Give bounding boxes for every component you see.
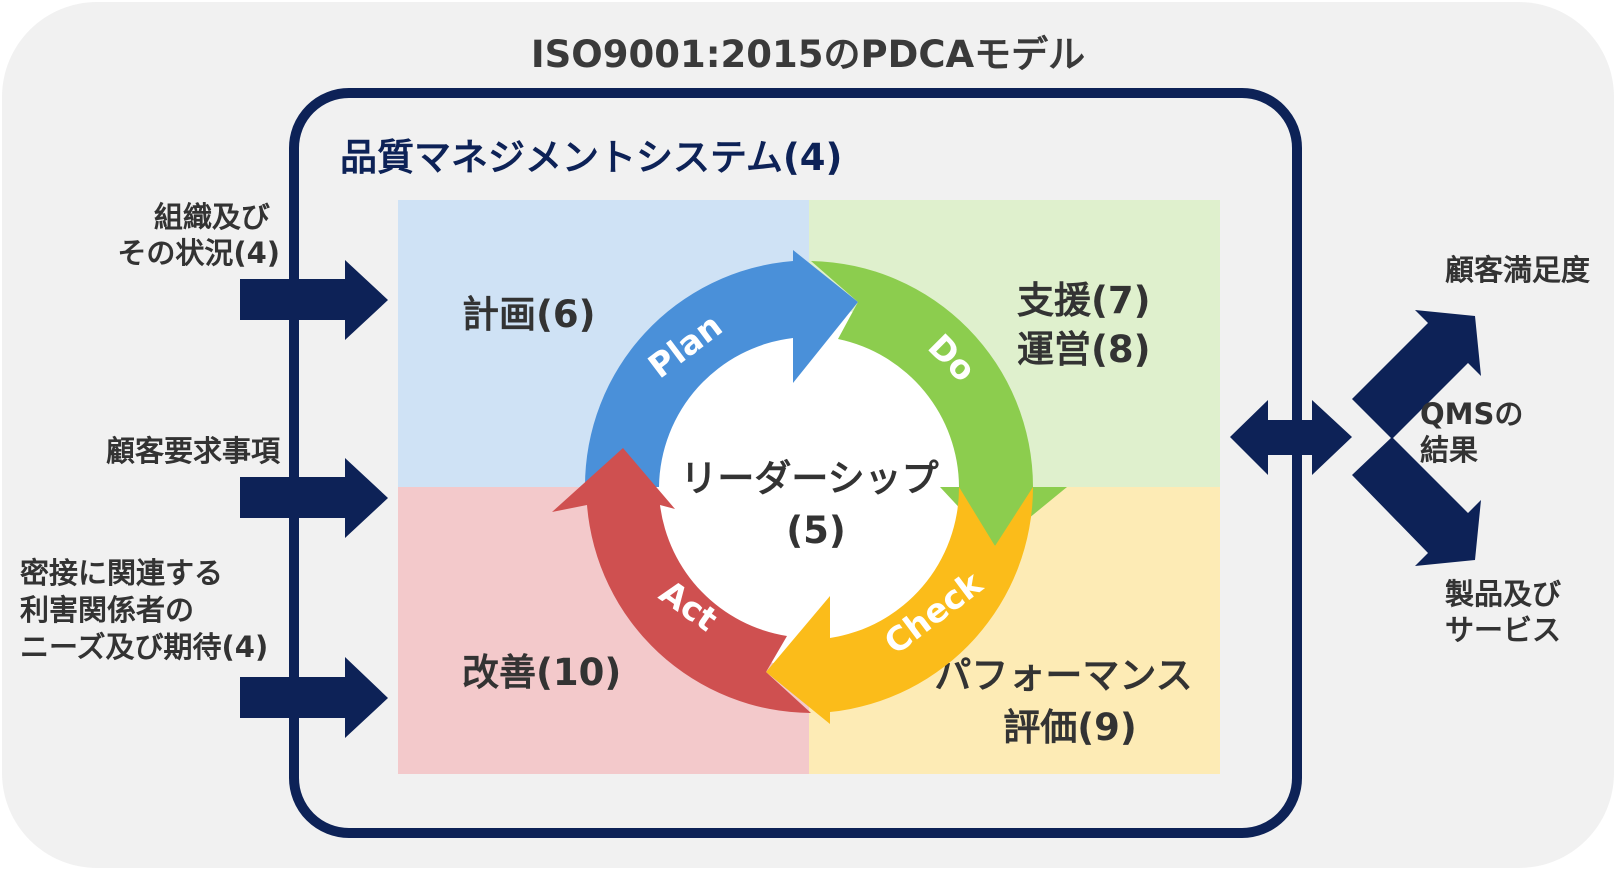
quadrant-check-label: パフォーマンス 評価(9) xyxy=(934,654,1205,749)
check-arrow xyxy=(766,487,1034,724)
products-label: 製品及び サービス xyxy=(1445,577,1571,647)
leadership-label: リーダーシップ (5) xyxy=(680,457,951,552)
quadrant-act-label: 改善(10) xyxy=(462,651,621,694)
satisfaction-label: 顧客満足度 xyxy=(1445,253,1590,287)
input-arrow-1 xyxy=(240,260,388,340)
input-arrow-3 xyxy=(240,657,388,738)
input-arrows xyxy=(240,260,388,738)
quadrant-do-label: 支援(7) 運営(8) xyxy=(1017,279,1163,371)
pdca-cycle: Plan Do Check Act リーダーシップ (5) xyxy=(552,250,1067,724)
input-label-interested-parties: 密接に関連する 利害関係者の ニーズ及び期待(4) xyxy=(20,556,268,664)
input-label-customer-requirements: 顧客要求事項 xyxy=(106,434,281,468)
plan-arrow xyxy=(584,250,858,487)
output-arrow-products xyxy=(1352,437,1481,566)
output-arrow-satisfaction xyxy=(1352,310,1481,439)
qms-frame xyxy=(289,88,1302,838)
qms-label: 品質マネジメントシステム(4) xyxy=(340,136,842,179)
act-arrow xyxy=(552,448,811,713)
qms-result-label: QMSの 結果 xyxy=(1420,397,1534,467)
cycle-center xyxy=(631,307,991,667)
input-label-context: 組織及び その状況(4) xyxy=(117,200,280,270)
diagram-title: ISO9001:2015のPDCAモデル xyxy=(531,33,1085,76)
quadrant-plan-label: 計画(6) xyxy=(462,293,596,336)
output-double-arrow xyxy=(1230,400,1352,475)
do-arrow xyxy=(811,261,1067,546)
input-arrow-2 xyxy=(240,458,388,538)
